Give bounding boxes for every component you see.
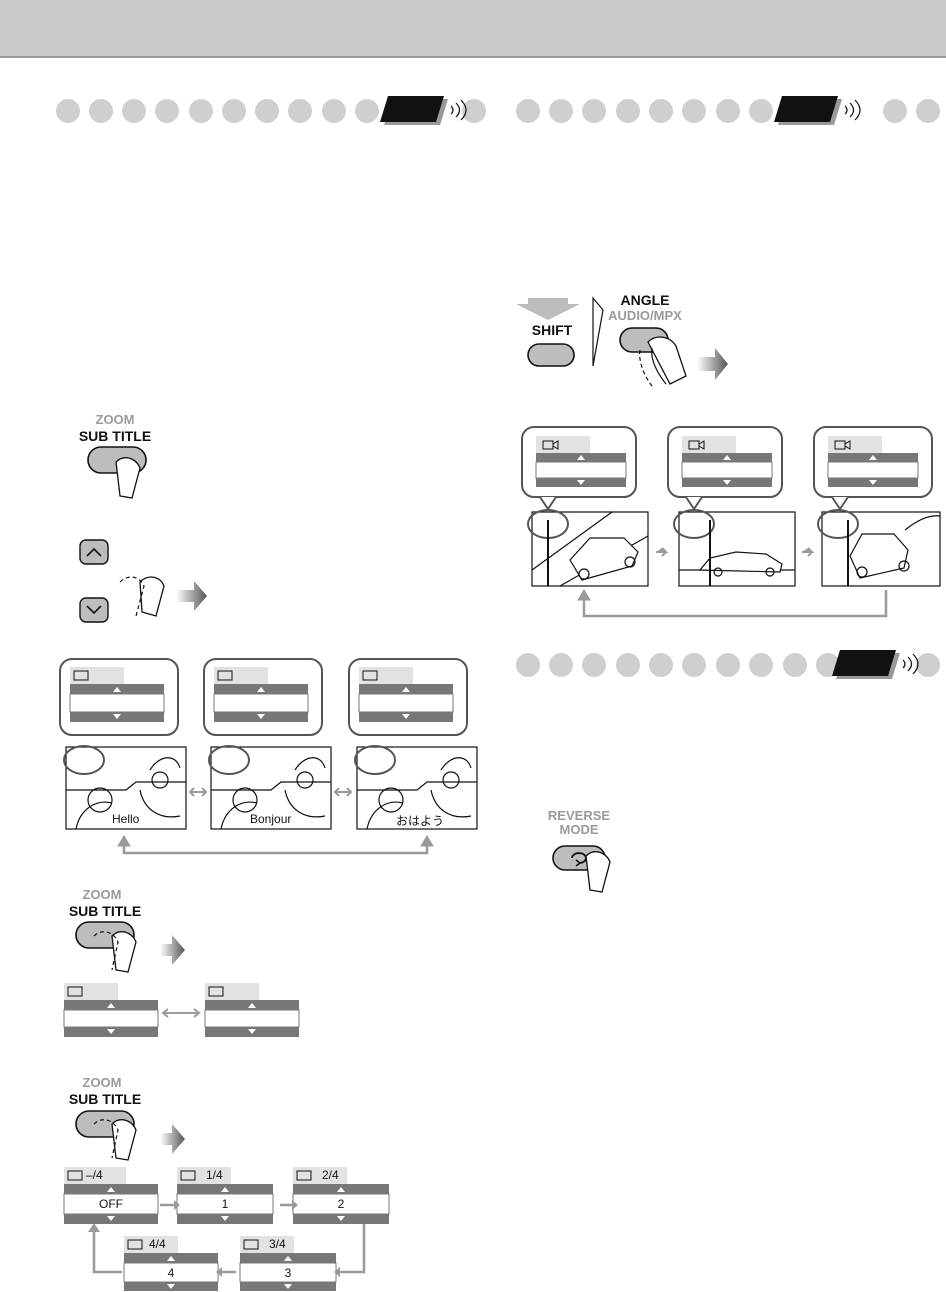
zoom-label: ZOOM xyxy=(95,412,135,427)
subtitle-cycle-osd xyxy=(63,1167,390,1291)
subtitle-caption: Hello xyxy=(112,812,140,826)
zoom-label: ZOOM xyxy=(82,887,122,902)
mode-label: MODE xyxy=(559,822,599,837)
osd-header: –/4 xyxy=(86,1168,103,1182)
dvd-badge-icon xyxy=(774,96,861,125)
osd-value: 4 xyxy=(167,1266,175,1280)
chevron-up-icon xyxy=(86,547,102,557)
subtitle-scene-group xyxy=(63,745,478,830)
dot-row-right-bottom xyxy=(516,653,940,677)
subtitle-label: SUB TITLE xyxy=(68,1091,142,1107)
reverse-icon xyxy=(571,852,587,864)
audio-mpx-label: AUDIO/MPX xyxy=(608,308,682,323)
finger-icon xyxy=(93,931,137,973)
osd-value: 3 xyxy=(284,1266,292,1280)
osd-header: 1/4 xyxy=(206,1168,223,1182)
angle-label: ANGLE xyxy=(620,292,670,308)
zoom-label: ZOOM xyxy=(82,1075,122,1090)
reverse-label: REVERSE xyxy=(547,808,611,823)
subtitle-label: SUB TITLE xyxy=(78,428,152,444)
subtitle-toggle-osd xyxy=(63,983,300,1037)
shift-down-arrow-icon xyxy=(516,298,580,320)
dot-row-left xyxy=(56,99,486,123)
car-scene-group xyxy=(527,509,941,587)
press-arrow-icon xyxy=(160,1124,185,1154)
osd-header: 2/4 xyxy=(322,1168,339,1182)
subtitle-osd-group xyxy=(59,658,468,736)
osd-header: 4/4 xyxy=(149,1237,166,1251)
subtitle-label: SUB TITLE xyxy=(68,903,142,919)
subtitle-caption: Bonjour xyxy=(250,812,292,826)
dvd-badge-icon xyxy=(832,650,919,679)
bracket-icon xyxy=(592,296,604,367)
chevron-down-icon xyxy=(86,605,102,615)
osd-value: OFF xyxy=(99,1197,123,1211)
subtitle-caption: おはよう xyxy=(396,814,445,828)
shift-label: SHIFT xyxy=(531,322,573,338)
finger-icon xyxy=(585,851,611,893)
press-arrow-icon xyxy=(176,581,207,611)
reverse-icon xyxy=(575,859,582,867)
press-arrow-icon xyxy=(160,935,185,965)
osd-value: 2 xyxy=(337,1197,345,1211)
finger-icon xyxy=(115,457,141,499)
osd-value: 1 xyxy=(221,1197,229,1211)
angle-cycle-arrows xyxy=(577,547,888,618)
header-bar xyxy=(0,0,946,58)
finger-icon xyxy=(639,336,687,387)
cursor-up-button[interactable] xyxy=(79,539,109,565)
angle-osd-group xyxy=(521,426,933,511)
dot-row-right-top xyxy=(516,99,940,123)
cursor-down-button[interactable] xyxy=(79,597,109,623)
press-arrow-icon xyxy=(697,348,728,380)
dvd-badge-icon xyxy=(380,96,467,125)
finger-icon xyxy=(119,576,165,617)
finger-icon xyxy=(93,1119,137,1161)
shift-button[interactable] xyxy=(527,343,575,367)
subtitle-cycle-arrows xyxy=(117,787,434,855)
osd-header: 3/4 xyxy=(269,1237,286,1251)
